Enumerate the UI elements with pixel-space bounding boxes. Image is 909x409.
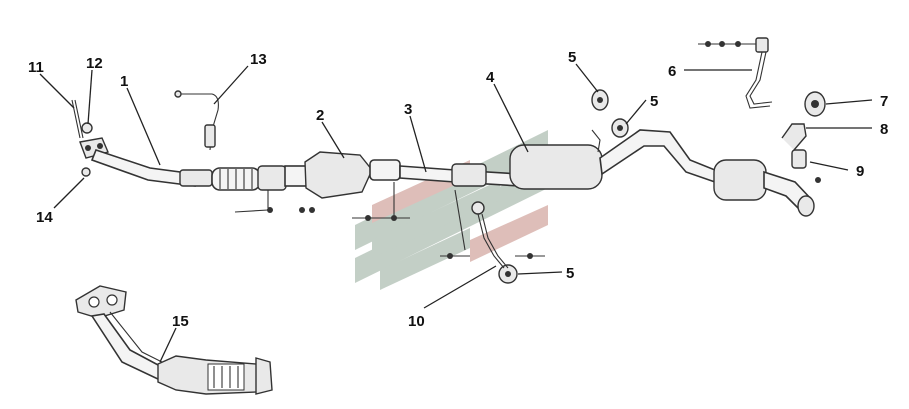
oxygen-sensor xyxy=(174,90,219,151)
callout-14: 14 xyxy=(36,209,53,226)
callout-5-top: 5 xyxy=(568,49,576,66)
lower-nut xyxy=(81,167,91,177)
callout-6: 6 xyxy=(668,63,676,80)
rubber-hanger-top xyxy=(591,89,609,153)
callout-5-middle: 5 xyxy=(650,93,658,110)
callout-15: 15 xyxy=(172,313,189,330)
callout-9: 9 xyxy=(856,163,864,180)
callout-3: 3 xyxy=(404,101,412,118)
callout-13: 13 xyxy=(250,51,267,68)
callout-11: 11 xyxy=(28,59,44,76)
callout-5-lower: 5 xyxy=(566,265,574,282)
callout-12: 12 xyxy=(86,55,103,72)
callout-1: 1 xyxy=(120,73,128,90)
alternate-front-pipe xyxy=(75,285,273,395)
flange-nut xyxy=(81,122,93,134)
tailpipe-clamp xyxy=(791,149,821,183)
leader-lines xyxy=(39,63,873,363)
callout-labels: 11 12 1 13 2 3 4 5 5 6 7 8 9 5 10 14 15 xyxy=(28,49,888,330)
rubber-hanger-middle xyxy=(611,118,629,138)
watermark-logo xyxy=(355,130,548,290)
hanger-bracket xyxy=(471,201,545,269)
front-exhaust-pipe xyxy=(79,137,213,187)
rubber-hanger-lower xyxy=(498,264,518,284)
callout-7: 7 xyxy=(880,93,888,110)
fastener-set-converter xyxy=(352,182,410,221)
rear-hanger-rod xyxy=(698,37,773,109)
callout-2: 2 xyxy=(316,107,324,124)
stud-bolt xyxy=(71,99,84,139)
callout-8: 8 xyxy=(880,121,888,138)
rear-bracket xyxy=(781,123,807,151)
callout-4: 4 xyxy=(486,69,495,86)
fastener-set-middle xyxy=(440,189,470,259)
catalytic-converter xyxy=(284,151,401,199)
intermediate-pipe xyxy=(399,163,521,187)
middle-muffler xyxy=(509,129,716,190)
rear-muffler xyxy=(713,159,815,217)
flex-bellows xyxy=(211,165,287,191)
callout-10: 10 xyxy=(408,313,425,330)
fastener-set-front xyxy=(234,190,315,213)
rear-rubber-mount xyxy=(804,91,826,117)
